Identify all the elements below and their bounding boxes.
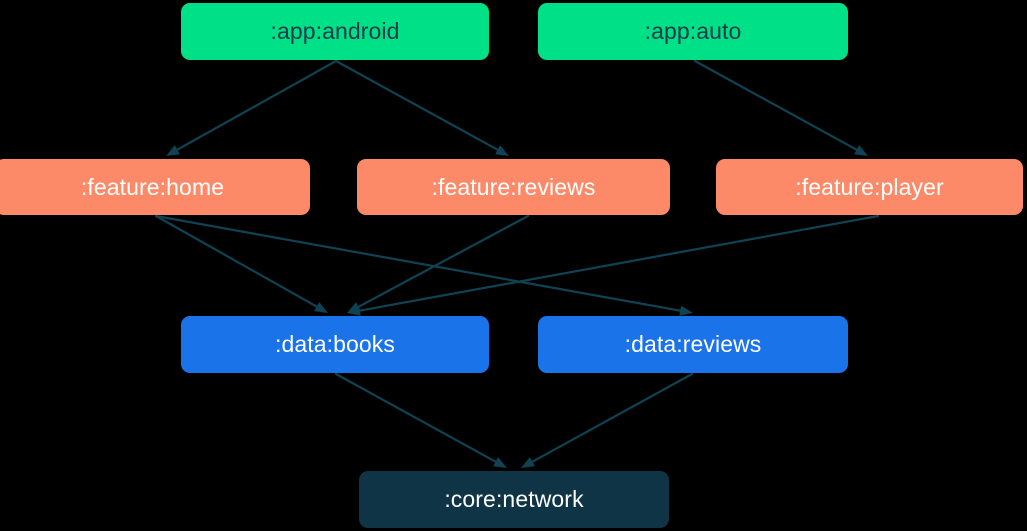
node-core-network[interactable]: :core:network [359,471,669,528]
edge-feature-home-to-data-books [154,214,328,313]
node-label: :data:reviews [624,331,762,357]
edge-feature-player-to-data-books [347,214,880,316]
node-data-reviews[interactable]: :data:reviews [538,316,848,373]
node-label: :app:android [270,18,400,44]
arrowhead [521,457,535,468]
node-label: :app:auto [644,18,742,44]
edge-app-android-to-feature-home [166,59,338,156]
arrowhead [493,457,507,468]
node-label: :data:books [274,331,396,357]
arrowhead [679,305,693,316]
node-data-books[interactable]: :data:books [181,316,489,373]
arrowhead [166,145,180,156]
edge-data-books-to-core-network [334,372,507,468]
edge-data-reviews-to-core-network [521,372,694,468]
node-feature-reviews[interactable]: :feature:reviews [357,159,670,215]
arrowhead [854,145,868,156]
arrowhead [314,302,328,313]
edge-app-auto-to-feature-player [693,59,868,156]
node-label: :core:network [444,486,584,512]
node-feature-player[interactable]: :feature:player [716,159,1023,215]
arrowhead [347,305,361,316]
edge-feature-reviews-to-data-books [347,214,530,313]
node-app-auto[interactable]: :app:auto [538,3,848,60]
edge-feature-home-to-data-reviews [154,214,693,316]
edge-app-android-to-feature-reviews [334,59,509,156]
node-app-android[interactable]: :app:android [181,3,489,60]
node-label: :feature:player [795,173,944,200]
node-label: :feature:home [80,173,225,200]
node-label: :feature:reviews [431,173,596,200]
node-feature-home[interactable]: :feature:home [0,159,310,215]
arrowhead [495,145,509,156]
